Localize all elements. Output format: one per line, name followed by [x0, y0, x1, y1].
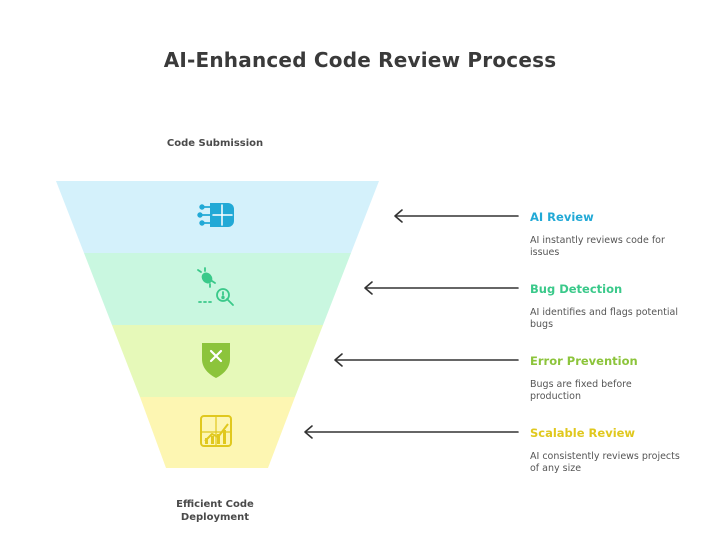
step-title-bug-detection: Bug Detection [530, 282, 623, 296]
step-title-scalable-review: Scalable Review [530, 426, 636, 440]
funnel-top-label: Code Submission [166, 138, 264, 149]
brain-circuit-icon [197, 203, 234, 227]
arrow-scalable-review [304, 425, 519, 439]
funnel-bottom-label: Efficient Code Deployment [176, 499, 254, 523]
arrow-error-prevention [334, 353, 519, 367]
step-desc-error-prevention: Bugs are fixed before production [530, 379, 632, 402]
step-title-error-prevention: Error Prevention [530, 354, 638, 368]
step-desc-scalable-review: AI consistently reviews projects of any … [530, 451, 680, 474]
shield-x-icon [202, 343, 230, 378]
arrow-bug-detection [364, 281, 519, 295]
growth-chart-icon [200, 415, 232, 447]
step-title-ai-review: AI Review [530, 210, 594, 224]
bug-search-icon [197, 267, 234, 306]
page-title: AI-Enhanced Code Review Process [163, 48, 557, 72]
step-desc-bug-detection: AI identifies and flags potential bugs [530, 307, 678, 330]
step-desc-ai-review: AI instantly reviews code for issues [530, 235, 665, 258]
arrow-ai-review [394, 209, 519, 223]
funnel-stage-bug-detection [84, 253, 351, 325]
